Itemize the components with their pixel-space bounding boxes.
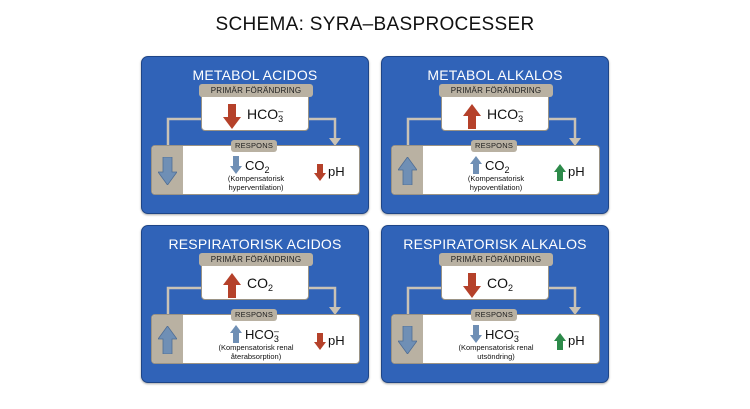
primary-base: CO	[487, 275, 508, 291]
side-tab	[392, 315, 423, 363]
response-base: CO	[245, 158, 265, 173]
panel-title: RESPIRATORISK ACIDOS	[168, 236, 342, 252]
primary-change-label: PRIMÄR FÖRÄNDRING	[439, 84, 553, 97]
response-sup: –	[513, 326, 519, 336]
up-arrow-icon	[554, 333, 566, 350]
response-quantity: CO2	[485, 157, 510, 175]
up-arrow-icon	[398, 157, 417, 185]
up-arrow-icon	[158, 326, 177, 354]
up-arrow-icon	[223, 273, 241, 298]
primary-quantity: HCO3–	[487, 106, 523, 124]
ph-label: pH	[568, 333, 585, 348]
up-arrow-icon	[230, 325, 242, 343]
panel-title: METABOL ACIDOS	[192, 67, 318, 83]
down-arrow-icon	[158, 157, 177, 185]
primary-change-box: PRIMÄR FÖRÄNDRING HCO3–	[439, 84, 553, 131]
diagram-title: SCHEMA: SYRA–BASPROCESSER	[215, 14, 535, 35]
down-arrow-icon	[314, 164, 326, 181]
response-sup: –	[273, 326, 279, 336]
down-arrow-icon	[230, 156, 242, 174]
primary-change-box: PRIMÄR FÖRÄNDRING CO2	[439, 253, 553, 300]
response-sub: 3	[273, 334, 279, 344]
panel-metabol-alkalos: METABOL ALKALOS PRIMÄR FÖRÄNDRING HCO3– …	[381, 56, 609, 214]
panel-metabol-acidos: METABOL ACIDOS PRIMÄR FÖRÄNDRING HCO3– R…	[141, 56, 369, 214]
primary-base: CO	[247, 275, 268, 291]
down-arrow-icon	[223, 104, 241, 129]
side-tab	[152, 146, 183, 194]
primary-sup: –	[278, 106, 284, 116]
note-line-1: (Kompensatorisk renal	[458, 343, 534, 352]
primary-quantity: CO2	[247, 275, 273, 293]
response-label: RESPONS	[231, 140, 277, 152]
note-line-2: återabsorption)	[230, 352, 282, 361]
response-label: RESPONS	[471, 309, 517, 321]
primary-change-box: PRIMÄR FÖRÄNDRING CO2	[199, 253, 313, 300]
response-quantity: HCO3–	[485, 326, 519, 344]
panel-title: RESPIRATORISK ALKALOS	[403, 236, 587, 252]
response-sub: 3	[513, 334, 519, 344]
primary-base: HCO	[487, 106, 519, 122]
primary-quantity: HCO3–	[247, 106, 283, 124]
note-line-2: utsöndring)	[477, 352, 515, 361]
response-base: HCO	[245, 327, 274, 342]
ph-label: pH	[328, 333, 345, 348]
panel-respiratorisk-alkalos: RESPIRATORISK ALKALOS PRIMÄR FÖRÄNDRING …	[381, 225, 609, 383]
response-label: RESPONS	[231, 309, 277, 321]
primary-change-label: PRIMÄR FÖRÄNDRING	[199, 253, 313, 266]
response-quantity: HCO3–	[245, 326, 279, 344]
primary-sub: 3	[518, 114, 524, 124]
primary-change-box: PRIMÄR FÖRÄNDRING HCO3–	[199, 84, 313, 131]
response-quantity: CO2	[245, 157, 270, 175]
up-arrow-icon	[470, 156, 482, 174]
note-line-1: (Kompensatorisk	[467, 174, 525, 183]
flow-connectors	[406, 117, 581, 146]
primary-base: HCO	[247, 106, 279, 122]
up-arrow-icon	[554, 164, 566, 181]
note-line-2: hypoventilation)	[469, 183, 523, 192]
primary-change-label: PRIMÄR FÖRÄNDRING	[439, 253, 553, 266]
response-sub: 2	[264, 165, 270, 175]
response-label: RESPONS	[471, 140, 517, 152]
side-tab	[392, 146, 423, 194]
note-line-1: (Kompensatorisk	[227, 174, 285, 183]
primary-sup: –	[518, 106, 524, 116]
flow-connectors	[166, 286, 341, 315]
flow-connectors	[406, 286, 581, 315]
primary-sub: 2	[268, 283, 274, 293]
primary-quantity: CO2	[487, 275, 513, 293]
primary-sub: 2	[508, 283, 514, 293]
panel-respiratorisk-acidos: RESPIRATORISK ACIDOS PRIMÄR FÖRÄNDRING C…	[141, 225, 369, 383]
down-arrow-icon	[470, 325, 482, 343]
down-arrow-icon	[398, 326, 417, 354]
response-base: CO	[485, 158, 505, 173]
up-arrow-icon	[463, 104, 481, 129]
note-line-1: (Kompensatorisk renal	[218, 343, 294, 352]
down-arrow-icon	[314, 333, 326, 350]
flow-connectors	[166, 117, 341, 146]
primary-sub: 3	[278, 114, 284, 124]
side-tab	[152, 315, 183, 363]
panel-title: METABOL ALKALOS	[427, 67, 563, 83]
ph-label: pH	[568, 164, 585, 179]
primary-change-label: PRIMÄR FÖRÄNDRING	[199, 84, 313, 97]
note-line-2: hyperventilation)	[228, 183, 284, 192]
ph-label: pH	[328, 164, 345, 179]
down-arrow-icon	[463, 273, 481, 298]
response-base: HCO	[485, 327, 514, 342]
response-sub: 2	[504, 165, 510, 175]
